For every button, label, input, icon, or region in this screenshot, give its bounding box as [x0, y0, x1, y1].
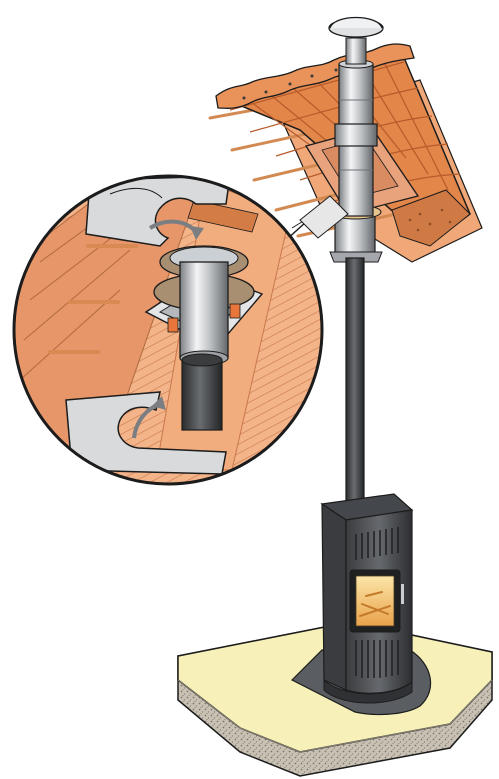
black-stovepipe — [345, 257, 365, 511]
rain-cap — [328, 16, 384, 65]
detail-magnifier — [12, 174, 349, 486]
wood-stove — [320, 493, 414, 704]
ceiling-support — [329, 251, 383, 263]
insulated-chimney-pipe — [328, 59, 382, 255]
